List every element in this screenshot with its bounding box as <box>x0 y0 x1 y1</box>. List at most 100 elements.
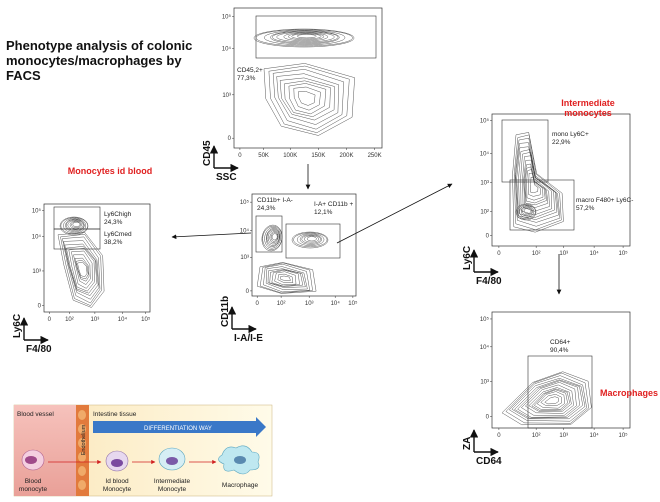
contour-line <box>270 30 340 45</box>
contour-line <box>525 384 574 414</box>
arrow-middle-to-right <box>336 183 453 244</box>
contour-line <box>516 146 558 220</box>
x-axis-label: F4/80 <box>476 276 502 287</box>
contour-line <box>513 134 562 231</box>
gate-box <box>527 355 593 429</box>
contour-line <box>63 218 87 234</box>
contour-line <box>296 34 317 39</box>
contour-line <box>269 269 304 287</box>
contour-line <box>268 65 350 133</box>
gate-box <box>285 223 341 259</box>
contour-line <box>255 29 353 47</box>
contour-line <box>259 262 313 294</box>
contour-line <box>266 229 281 246</box>
y-tick-label: 10⁵ <box>32 207 42 214</box>
contour-line <box>509 375 587 422</box>
contour-line <box>528 172 541 197</box>
gate-label-mono-ly6c: mono Ly6C+22,9% <box>552 131 589 146</box>
x-tick-label: 10⁵ <box>141 316 151 323</box>
gate-label-cd45: CD45,2+77,3% <box>237 67 263 82</box>
contour-line <box>501 371 592 426</box>
contour-line <box>534 389 568 410</box>
contour-line <box>514 379 583 419</box>
x-axis-label: I-A/I-E <box>234 333 263 344</box>
contour-line <box>523 159 549 208</box>
contour-line <box>306 236 317 242</box>
x-tick-label: 0 <box>497 433 501 439</box>
gate-box <box>255 15 377 59</box>
contour-line <box>303 235 320 243</box>
contour-line <box>71 250 93 289</box>
annotation-monocytes-blood: Monocytes id blood <box>68 166 153 176</box>
contour-line <box>264 29 346 46</box>
x-tick-label: 10⁴ <box>589 250 599 257</box>
x-tick-label: 0 <box>497 251 501 257</box>
contour-line <box>283 80 331 117</box>
contour-line <box>505 372 589 424</box>
y-tick-label: 0 <box>486 233 490 239</box>
gate-label-cd11b-ia-neg: CD11b+ I-A-24,3% <box>257 197 293 212</box>
y-tick-label: 0 <box>228 136 232 142</box>
contour-line <box>267 268 306 288</box>
contour-line <box>253 28 355 48</box>
x-tick-label: 10³ <box>559 433 568 439</box>
y-tick-label: 10⁵ <box>480 118 490 125</box>
x-axis-label: CD64 <box>476 456 502 467</box>
contour-line <box>67 220 84 230</box>
contour-line <box>288 83 327 115</box>
contour-line <box>276 31 335 43</box>
contour-line <box>280 275 291 281</box>
y-tick-label: 10² <box>480 210 489 216</box>
contour-line <box>269 231 279 243</box>
contour-line <box>518 149 555 218</box>
contour-line <box>272 69 345 130</box>
y-tick-label: 10³ <box>222 93 231 99</box>
gate-label-cd64: CD64+90,4% <box>550 339 571 354</box>
y-tick-label: 10⁵ <box>480 316 490 323</box>
y-tick-label: 10⁴ <box>480 344 490 351</box>
blood-monocyte-icon <box>21 449 45 471</box>
x-tick-label: 10² <box>65 317 74 323</box>
x-axis-label: F4/80 <box>26 344 52 355</box>
contour-line <box>540 394 562 407</box>
contour-line <box>264 227 281 249</box>
contour-line <box>279 77 335 121</box>
contour-line <box>519 205 535 218</box>
x-tick-label: 10³ <box>559 251 568 257</box>
x-tick-label: 200K <box>339 153 353 159</box>
y-tick-label: 10³ <box>480 380 489 386</box>
y-axis-label: CD45 <box>202 140 213 166</box>
contour-line <box>60 217 88 235</box>
x-tick-label: 100K <box>283 153 297 159</box>
contour-line <box>512 132 564 233</box>
plot-frame <box>491 311 631 429</box>
contour-line <box>71 221 81 228</box>
contour-line <box>296 233 325 246</box>
x-tick-label: 10⁵ <box>619 432 629 439</box>
contour-line <box>271 269 300 287</box>
x-tick-label: 10⁴ <box>589 432 599 439</box>
contour-line <box>68 247 95 292</box>
contour-line <box>263 63 355 136</box>
intestine-label: Intestine tissue <box>93 411 137 418</box>
contour-line <box>293 232 328 248</box>
contour-line <box>271 233 278 241</box>
y-axis-label: Ly6C <box>12 314 23 338</box>
gate-label-ia-pos: I-A+ CD11b +12,1% <box>314 201 353 216</box>
contour-line <box>528 387 572 412</box>
y-tick-label: 10⁴ <box>222 46 232 53</box>
contour-line <box>521 206 533 217</box>
contour-line <box>62 236 101 304</box>
contour-line <box>544 396 559 405</box>
contour-line <box>77 261 88 278</box>
x-tick-label: 10³ <box>305 301 314 307</box>
contour-line <box>66 246 98 294</box>
y-axis-label: ZA <box>462 437 473 450</box>
